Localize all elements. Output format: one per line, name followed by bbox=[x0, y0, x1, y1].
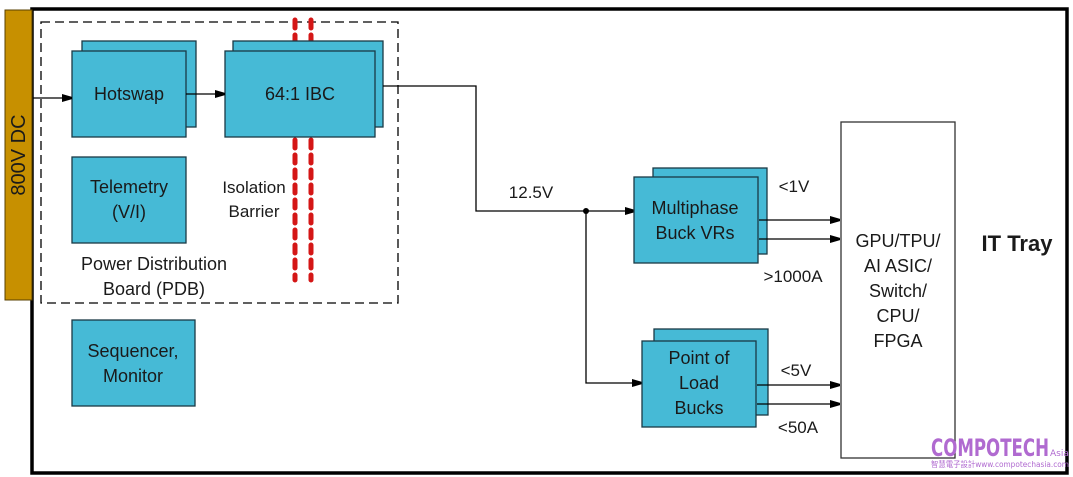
rail-label: 800V DC bbox=[8, 114, 30, 195]
hotswap-block: Hotswap bbox=[71, 40, 197, 138]
sequencer-label-1: Sequencer, bbox=[87, 341, 178, 361]
pol-voltage-label: <5V bbox=[781, 361, 812, 380]
800v-dc-rail bbox=[4, 9, 33, 301]
compotech-watermark: COMPOTECH Asia 智慧電子設計www.compotechasia.c… bbox=[931, 434, 1069, 469]
multiphase-label-2: Buck VRs bbox=[655, 223, 734, 243]
watermark-sub: 智慧電子設計www.compotechasia.com bbox=[931, 459, 1069, 469]
telemetry-label-2: (V/I) bbox=[112, 202, 146, 222]
multiphase-current-label: >1000A bbox=[763, 267, 823, 286]
sequencer-label-2: Monitor bbox=[103, 366, 163, 386]
ibc-to-multiphase-wire bbox=[383, 85, 635, 211]
pdb-boundary bbox=[40, 21, 399, 304]
watermark-suffix: Asia bbox=[1050, 449, 1069, 459]
pol-label-3: Bucks bbox=[674, 398, 723, 418]
multiphase-voltage-label: <1V bbox=[779, 177, 810, 196]
multiphase-label-1: Multiphase bbox=[651, 198, 738, 218]
load-block: GPU/TPU/ AI ASIC/ Switch/ CPU/ FPGA bbox=[840, 121, 956, 459]
telemetry-label-1: Telemetry bbox=[90, 177, 168, 197]
multiphase-block: Multiphase Buck VRs bbox=[633, 167, 768, 264]
pdb-label-2: Board (PDB) bbox=[103, 279, 205, 299]
pol-label-1: Point of bbox=[668, 348, 730, 368]
watermark-brand: COMPOTECH bbox=[931, 434, 1049, 462]
ibc-label: 64:1 IBC bbox=[265, 84, 335, 104]
pdb-label-1: Power Distribution bbox=[81, 254, 227, 274]
it-tray-label: IT Tray bbox=[982, 231, 1054, 256]
load-label-2: AI ASIC/ bbox=[864, 256, 932, 276]
telemetry-block: Telemetry (V/I) bbox=[71, 156, 187, 244]
isolation-label-2: Barrier bbox=[228, 202, 279, 221]
ibc-block: 64:1 IBC bbox=[224, 40, 384, 138]
sequencer-block: Sequencer, Monitor bbox=[71, 319, 196, 407]
load-label-5: FPGA bbox=[873, 331, 922, 351]
load-label-1: GPU/TPU/ bbox=[855, 231, 940, 251]
load-label-3: Switch/ bbox=[869, 281, 927, 301]
bus-voltage-label: 12.5V bbox=[509, 183, 554, 202]
bus-to-pol-wire bbox=[585, 211, 642, 383]
pol-label-2: Load bbox=[679, 373, 719, 393]
isolation-label-1: Isolation bbox=[222, 178, 285, 197]
hotswap-label: Hotswap bbox=[94, 84, 164, 104]
load-label-4: CPU/ bbox=[876, 306, 919, 326]
pol-block: Point of Load Bucks bbox=[641, 328, 769, 428]
pol-current-label: <50A bbox=[778, 418, 819, 437]
